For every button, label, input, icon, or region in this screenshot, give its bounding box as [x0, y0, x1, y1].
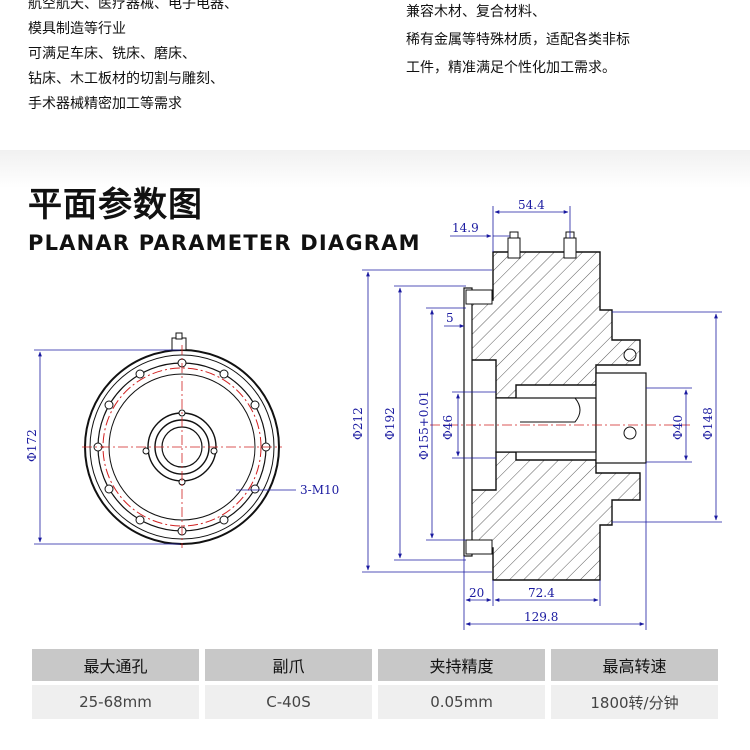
section-divider-band: [0, 150, 750, 188]
dim-d212-label: Φ212: [351, 407, 365, 440]
dim-side-bottom-lines: [463, 463, 647, 630]
spec-value-row: 25-68mm C-40S 0.05mm 1800转/分钟: [32, 685, 718, 719]
intro-left-line: 可满足车床、铣床、磨床、: [28, 46, 196, 62]
dim-d40-label: Φ40: [671, 415, 685, 440]
spec-value-jaw: C-40S: [205, 685, 372, 719]
front-top-nipple: [171, 332, 187, 351]
dim-front-outer-dia: [34, 349, 180, 545]
intro-left-line: 模具制造等行业: [28, 21, 126, 37]
intro-right-line: 兼容木材、复合材料、: [406, 4, 546, 20]
dim-holes-label: 3-M10: [300, 483, 339, 497]
dim-side-top-lines: [444, 206, 571, 328]
intro-left-line: 手术器械精密加工等需求: [28, 96, 182, 112]
spec-header-accuracy: 夹持精度: [378, 649, 545, 681]
spec-header-speed: 最高转速: [551, 649, 718, 681]
intro-right-column: 兼容木材、复合材料、 稀有金属等特殊材质，适配各类非标 工件，精准满足个性化加工…: [406, 0, 630, 82]
front-view: Φ172 3-M10: [25, 332, 339, 548]
dim-w54-label: 54.4: [518, 198, 545, 212]
intro-section: 航空航天、医疗器械、电子电器、 模具制造等行业 可满足车床、铣床、磨床、 钻床、…: [0, 0, 750, 150]
spec-header-jaw: 副爪: [205, 649, 372, 681]
dim-d148-label: Φ148: [701, 407, 715, 440]
section-title-en: PLANAR PARAMETER DIAGRAM: [28, 231, 421, 255]
dim-w129-label: 129.8: [524, 610, 558, 624]
dim-w72-label: 72.4: [528, 586, 555, 600]
spec-header-bore: 最大通孔: [32, 649, 199, 681]
side-upper-jaw: [465, 289, 493, 305]
dim-front-outer-dia-label: Φ172: [25, 429, 39, 462]
intro-left-line: 航空航天、医疗器械、电子电器、: [28, 0, 238, 12]
side-nose: [595, 372, 647, 464]
intro-left-line: 钻床、木工板材的切割与雕刻、: [28, 71, 224, 87]
dim-side-right-lines: [612, 311, 722, 523]
dim-d155-label: Φ155+0.01: [417, 390, 431, 460]
side-keyway: [520, 397, 581, 423]
section-title-cn: 平面参数图: [28, 185, 203, 225]
side-body-section-lower: [465, 451, 641, 581]
spec-value-bore: 25-68mm: [32, 685, 199, 719]
side-view: Φ212 Φ192 Φ155+0.01 Φ46 Φ40 Φ148 54.4 14…: [351, 198, 722, 630]
dim-w20-label: 20: [469, 586, 484, 600]
spec-table: 最大通孔 副爪 夹持精度 最高转速 25-68mm C-40S 0.05mm 1…: [26, 645, 724, 723]
intro-right-line: 工件，精准满足个性化加工需求。: [406, 60, 616, 76]
side-lower-jaw: [465, 539, 493, 555]
spec-value-accuracy: 0.05mm: [378, 685, 545, 719]
dim-side-vertical-lines: [362, 269, 496, 573]
intro-left-column: 航空航天、医疗器械、电子电器、 模具制造等行业 可满足车床、铣床、磨床、 钻床、…: [28, 0, 238, 117]
side-flange-plate: [463, 287, 473, 557]
dim-d46-label: Φ46: [441, 415, 455, 440]
dim-w14-label: 14.9: [452, 221, 479, 235]
front-mount-holes: [142, 409, 218, 486]
intro-right-line: 稀有金属等特殊材质，适配各类非标: [406, 32, 630, 48]
spec-header-row: 最大通孔 副爪 夹持精度 最高转速: [32, 649, 718, 681]
spec-value-speed: 1800转/分钟: [551, 685, 718, 719]
dim-w5-label: 5: [446, 311, 454, 325]
side-nose-hole: [623, 426, 637, 440]
dim-d192-label: Φ192: [383, 407, 397, 440]
